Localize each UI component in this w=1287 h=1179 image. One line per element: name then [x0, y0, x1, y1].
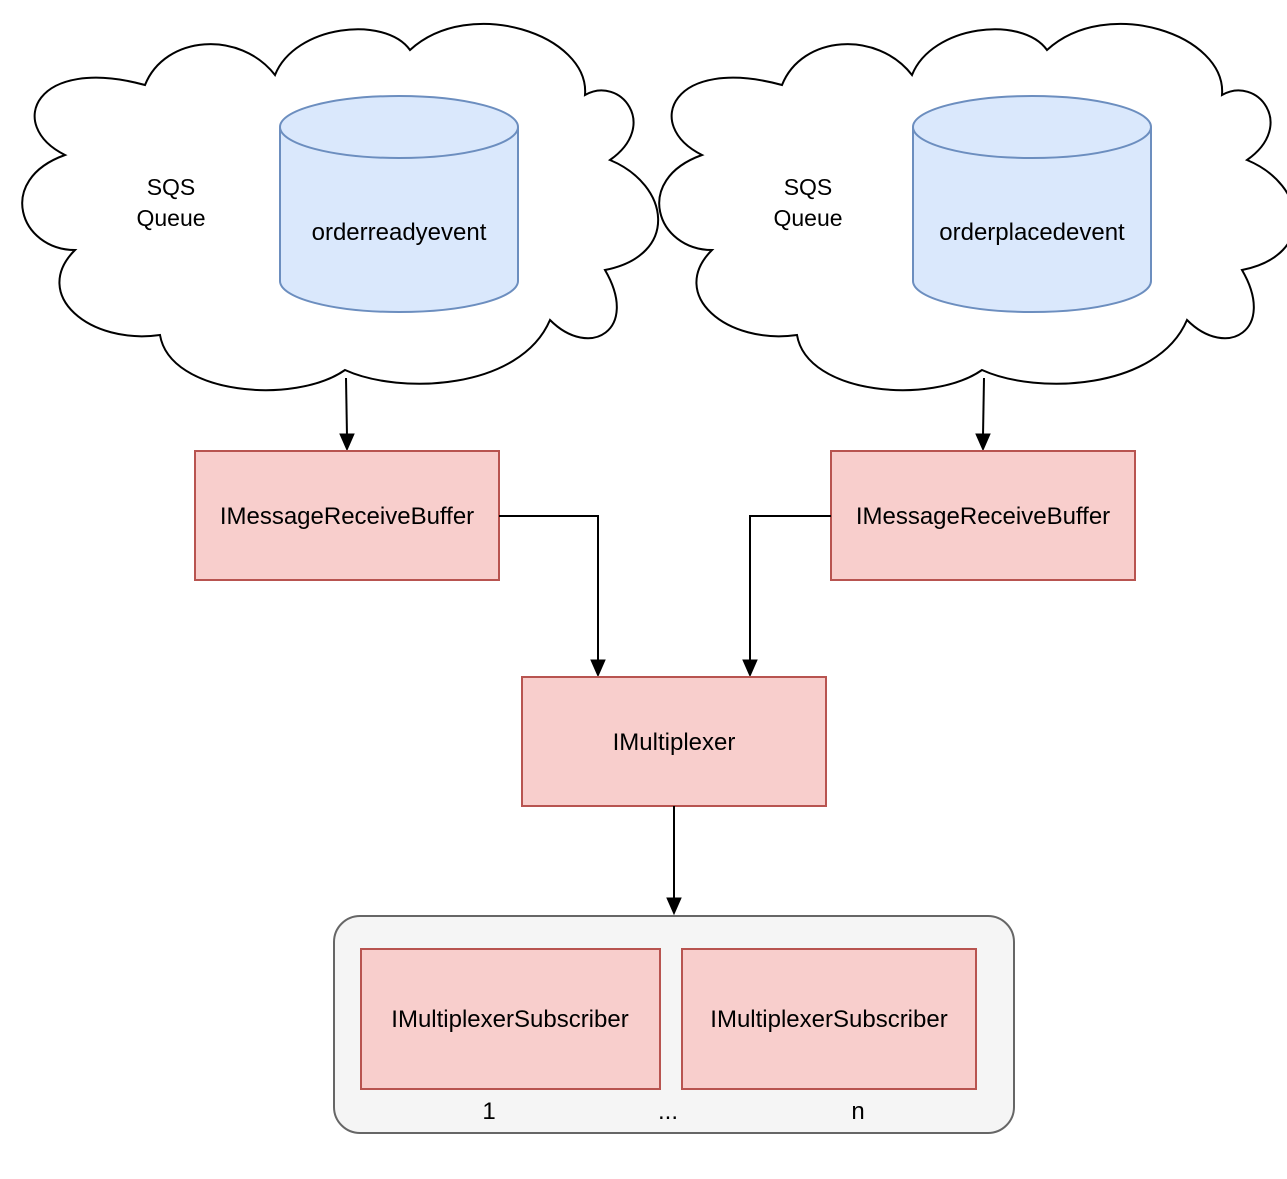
cloud-left-label-line1: SQS	[147, 174, 196, 200]
queue-name-right: orderplacedevent	[939, 219, 1125, 246]
multiplexer-box[interactable]: IMultiplexer	[521, 676, 827, 807]
edge-cloud-right-to-buffer-right	[975, 377, 991, 452]
buffer-right-label: IMessageReceiveBuffer	[856, 503, 1110, 530]
multiplexer-subscriber-last[interactable]: IMultiplexerSubscriber	[681, 948, 977, 1090]
multiplexer-label: IMultiplexer	[613, 729, 736, 756]
edge-buffer-right-to-multiplexer	[742, 515, 831, 678]
subscriber-index-first: 1	[482, 1098, 495, 1125]
cloud-left-label-line2: Queue	[136, 205, 205, 231]
multiplexer-subscriber-first[interactable]: IMultiplexerSubscriber	[360, 948, 661, 1090]
buffer-left-label: IMessageReceiveBuffer	[220, 503, 474, 530]
cloud-right-label-line2: Queue	[773, 205, 842, 231]
message-receive-buffer-left[interactable]: IMessageReceiveBuffer	[194, 450, 500, 581]
subscriber-first-label: IMultiplexerSubscriber	[391, 1006, 628, 1033]
subscriber-index-last: n	[851, 1098, 864, 1125]
message-receive-buffer-right[interactable]: IMessageReceiveBuffer	[830, 450, 1136, 581]
edge-multiplexer-to-subscribers	[666, 806, 682, 916]
subscriber-index-ellipsis: ...	[658, 1098, 678, 1125]
queue-cylinder-right[interactable]: orderplacedevent	[912, 95, 1152, 313]
queue-name-left: orderreadyevent	[312, 219, 487, 246]
cloud-right-label-line1: SQS	[784, 174, 833, 200]
edge-cloud-left-to-buffer-left	[339, 377, 355, 452]
queue-cylinder-left[interactable]: orderreadyevent	[279, 95, 519, 313]
subscriber-last-label: IMultiplexerSubscriber	[710, 1006, 947, 1033]
edge-buffer-left-to-multiplexer	[499, 515, 606, 678]
